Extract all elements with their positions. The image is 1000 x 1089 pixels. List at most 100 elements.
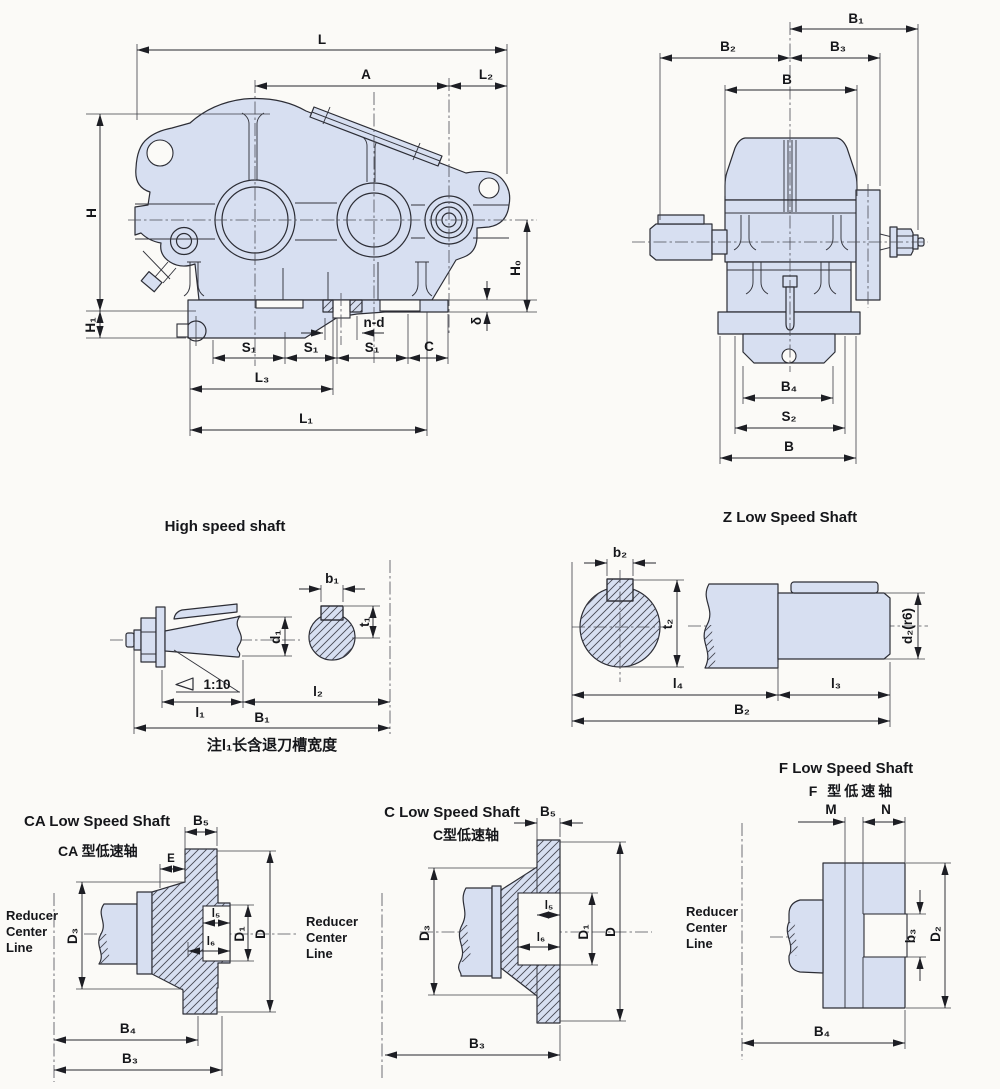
c-title: C Low Speed Shaft bbox=[384, 804, 520, 821]
dim-label-S2: S₂ bbox=[781, 409, 796, 424]
f-low-speed-shaft-view: F Low Speed Shaft F 型低速轴 Reducer Center … bbox=[686, 760, 951, 1060]
f-subtitle: F 型低速轴 bbox=[809, 783, 895, 799]
dim-label-H0: H₀ bbox=[508, 260, 523, 276]
lifting-hole-left bbox=[146, 139, 174, 167]
dim-label-l2: l₂ bbox=[313, 684, 323, 699]
bolt-hole-hatch-right bbox=[350, 300, 362, 312]
housing-outline bbox=[134, 97, 511, 301]
dim-label-delta: δ bbox=[469, 317, 484, 325]
dim-label-ca-D: D bbox=[253, 929, 268, 939]
dim-label-ca-B5: B₅ bbox=[193, 813, 209, 828]
f-title: F Low Speed Shaft bbox=[779, 760, 913, 777]
z-shaft-drawing bbox=[572, 570, 928, 682]
dim-label-B2: B₂ bbox=[720, 39, 736, 54]
side-view-dimensions: L A L₂ H H₁ H₀ δ n-d S₁ S₁ S₁ C bbox=[83, 32, 531, 434]
c-subtitle: C型低速轴 bbox=[433, 827, 499, 843]
foot-recess-left bbox=[255, 299, 304, 309]
dim-label-L2: L₂ bbox=[479, 67, 493, 82]
taper-symbol bbox=[175, 677, 194, 691]
dim-label-d1: d₁ bbox=[268, 630, 283, 644]
dim-label-S1a: S₁ bbox=[242, 340, 257, 355]
f-reducer-center-line-label: Reducer Center Line bbox=[686, 904, 738, 951]
dim-label-L3: L₃ bbox=[255, 370, 270, 385]
dim-label-c-l5: l₅ bbox=[545, 900, 553, 912]
svg-text:Reducer: Reducer bbox=[686, 904, 738, 919]
ca-coupling-drawing bbox=[98, 848, 231, 1015]
dim-label-ca-l6: l₆ bbox=[207, 936, 215, 948]
svg-text:Reducer: Reducer bbox=[6, 908, 58, 923]
dim-label-ca-D1: D₁ bbox=[232, 926, 247, 942]
dim-label-L1: L₁ bbox=[299, 411, 313, 426]
foot-recess-right bbox=[379, 299, 421, 312]
dim-label-ca-D3: D₃ bbox=[65, 928, 80, 944]
c-coupling-drawing bbox=[458, 839, 561, 1024]
dim-label-B1: B₁ bbox=[848, 11, 864, 26]
ca-dimensions: B₅ E D₃ l₅ l₆ D₁ D B₄ B₃ bbox=[54, 813, 274, 1074]
dim-label-c-B3: B₃ bbox=[469, 1036, 485, 1051]
dim-label-taper: 1:10 bbox=[203, 677, 230, 692]
dim-label-l1: l₁ bbox=[195, 705, 205, 720]
svg-text:Line: Line bbox=[306, 946, 333, 961]
dim-label-ca-B4: B₄ bbox=[120, 1021, 136, 1036]
svg-text:Center: Center bbox=[306, 930, 347, 945]
c-low-speed-shaft-view: C Low Speed Shaft C型低速轴 Reducer Center L… bbox=[306, 804, 652, 1078]
dim-label-b2: b₂ bbox=[613, 545, 627, 560]
z-low-speed-shaft-view: Z Low Speed Shaft b₂ t₂ bbox=[571, 509, 928, 727]
hs-shaft-note: 注l₁长含退刀槽宽度 bbox=[207, 736, 338, 754]
dim-label-ca-l5: l₅ bbox=[212, 908, 220, 920]
f-slot bbox=[863, 913, 908, 958]
f-flange-drawing bbox=[786, 862, 908, 1009]
svg-text:Line: Line bbox=[686, 936, 713, 951]
f-dimensions: M N b₃ D₂ B₄ bbox=[742, 802, 949, 1047]
svg-text:Center: Center bbox=[6, 924, 47, 939]
dim-label-S1b: S₁ bbox=[304, 340, 319, 355]
hs-shaft-drawing: 1:10 bbox=[110, 603, 356, 693]
c-collar bbox=[491, 885, 502, 979]
dim-label-d2: d₂(r6) bbox=[900, 608, 915, 644]
svg-text:Line: Line bbox=[6, 940, 33, 955]
dim-label-E: E bbox=[167, 853, 175, 865]
dim-label-z-B2: B₂ bbox=[734, 702, 750, 717]
dim-label-t1: t₁ bbox=[357, 617, 372, 627]
upper-body bbox=[724, 199, 858, 263]
end-view-extension-lines bbox=[659, 24, 919, 464]
svg-text:Center: Center bbox=[686, 920, 727, 935]
c-dimensions: B₅ D₃ l₅ l₆ D₁ D B₃ bbox=[385, 804, 624, 1059]
dim-label-hs-B1: B₁ bbox=[254, 710, 270, 725]
end-view-housing bbox=[649, 137, 925, 364]
high-speed-shaft-title: High speed shaft bbox=[165, 518, 286, 535]
dim-label-N: N bbox=[881, 802, 891, 817]
dim-label-H1: H₁ bbox=[83, 317, 98, 333]
dim-label-A: A bbox=[361, 67, 371, 82]
dim-label-ca-B3: B₃ bbox=[122, 1051, 138, 1066]
ca-low-speed-shaft-view: CA Low Speed Shaft CA 型低速轴 Reducer Cente… bbox=[6, 813, 296, 1082]
dim-label-c-D: D bbox=[603, 927, 618, 937]
foundation-bolt-slot bbox=[332, 299, 351, 319]
c-bore bbox=[517, 892, 561, 966]
dim-label-c-l6: l₆ bbox=[537, 932, 545, 944]
hs-dimensions: d₁ b₁ t₁ l₁ l₂ B₁ bbox=[134, 571, 390, 732]
end-view-centerlines bbox=[632, 22, 928, 372]
z-shaft-key bbox=[790, 581, 879, 594]
dim-label-B3: B₃ bbox=[830, 39, 846, 54]
side-view-housing bbox=[134, 97, 511, 346]
side-view-extension-lines bbox=[86, 44, 537, 436]
dim-label-nd: n-d bbox=[364, 315, 385, 330]
c-reducer-center-line-label: Reducer Center Line bbox=[306, 914, 358, 961]
ca-collar bbox=[136, 891, 153, 975]
dim-label-D2: D₂ bbox=[928, 926, 943, 942]
taper-key bbox=[173, 603, 238, 620]
foot-bolt bbox=[176, 316, 207, 346]
dim-label-t2: t₂ bbox=[660, 619, 675, 630]
reducer-side-view: L A L₂ H H₁ H₀ δ n-d S₁ S₁ S₁ C bbox=[83, 32, 537, 436]
dim-label-l3: l₃ bbox=[831, 676, 841, 691]
bolt-hole-hatch-left bbox=[323, 300, 333, 312]
end-view-linework bbox=[725, 140, 857, 295]
dim-label-L: L bbox=[318, 32, 326, 47]
dim-label-M: M bbox=[825, 802, 836, 817]
oil-drain-plug bbox=[140, 250, 177, 293]
dim-label-c-D1: D₁ bbox=[576, 924, 591, 940]
high-speed-shaft-view: High speed shaft 1:10 bbox=[110, 518, 391, 754]
dim-label-b3: b₃ bbox=[903, 929, 918, 944]
